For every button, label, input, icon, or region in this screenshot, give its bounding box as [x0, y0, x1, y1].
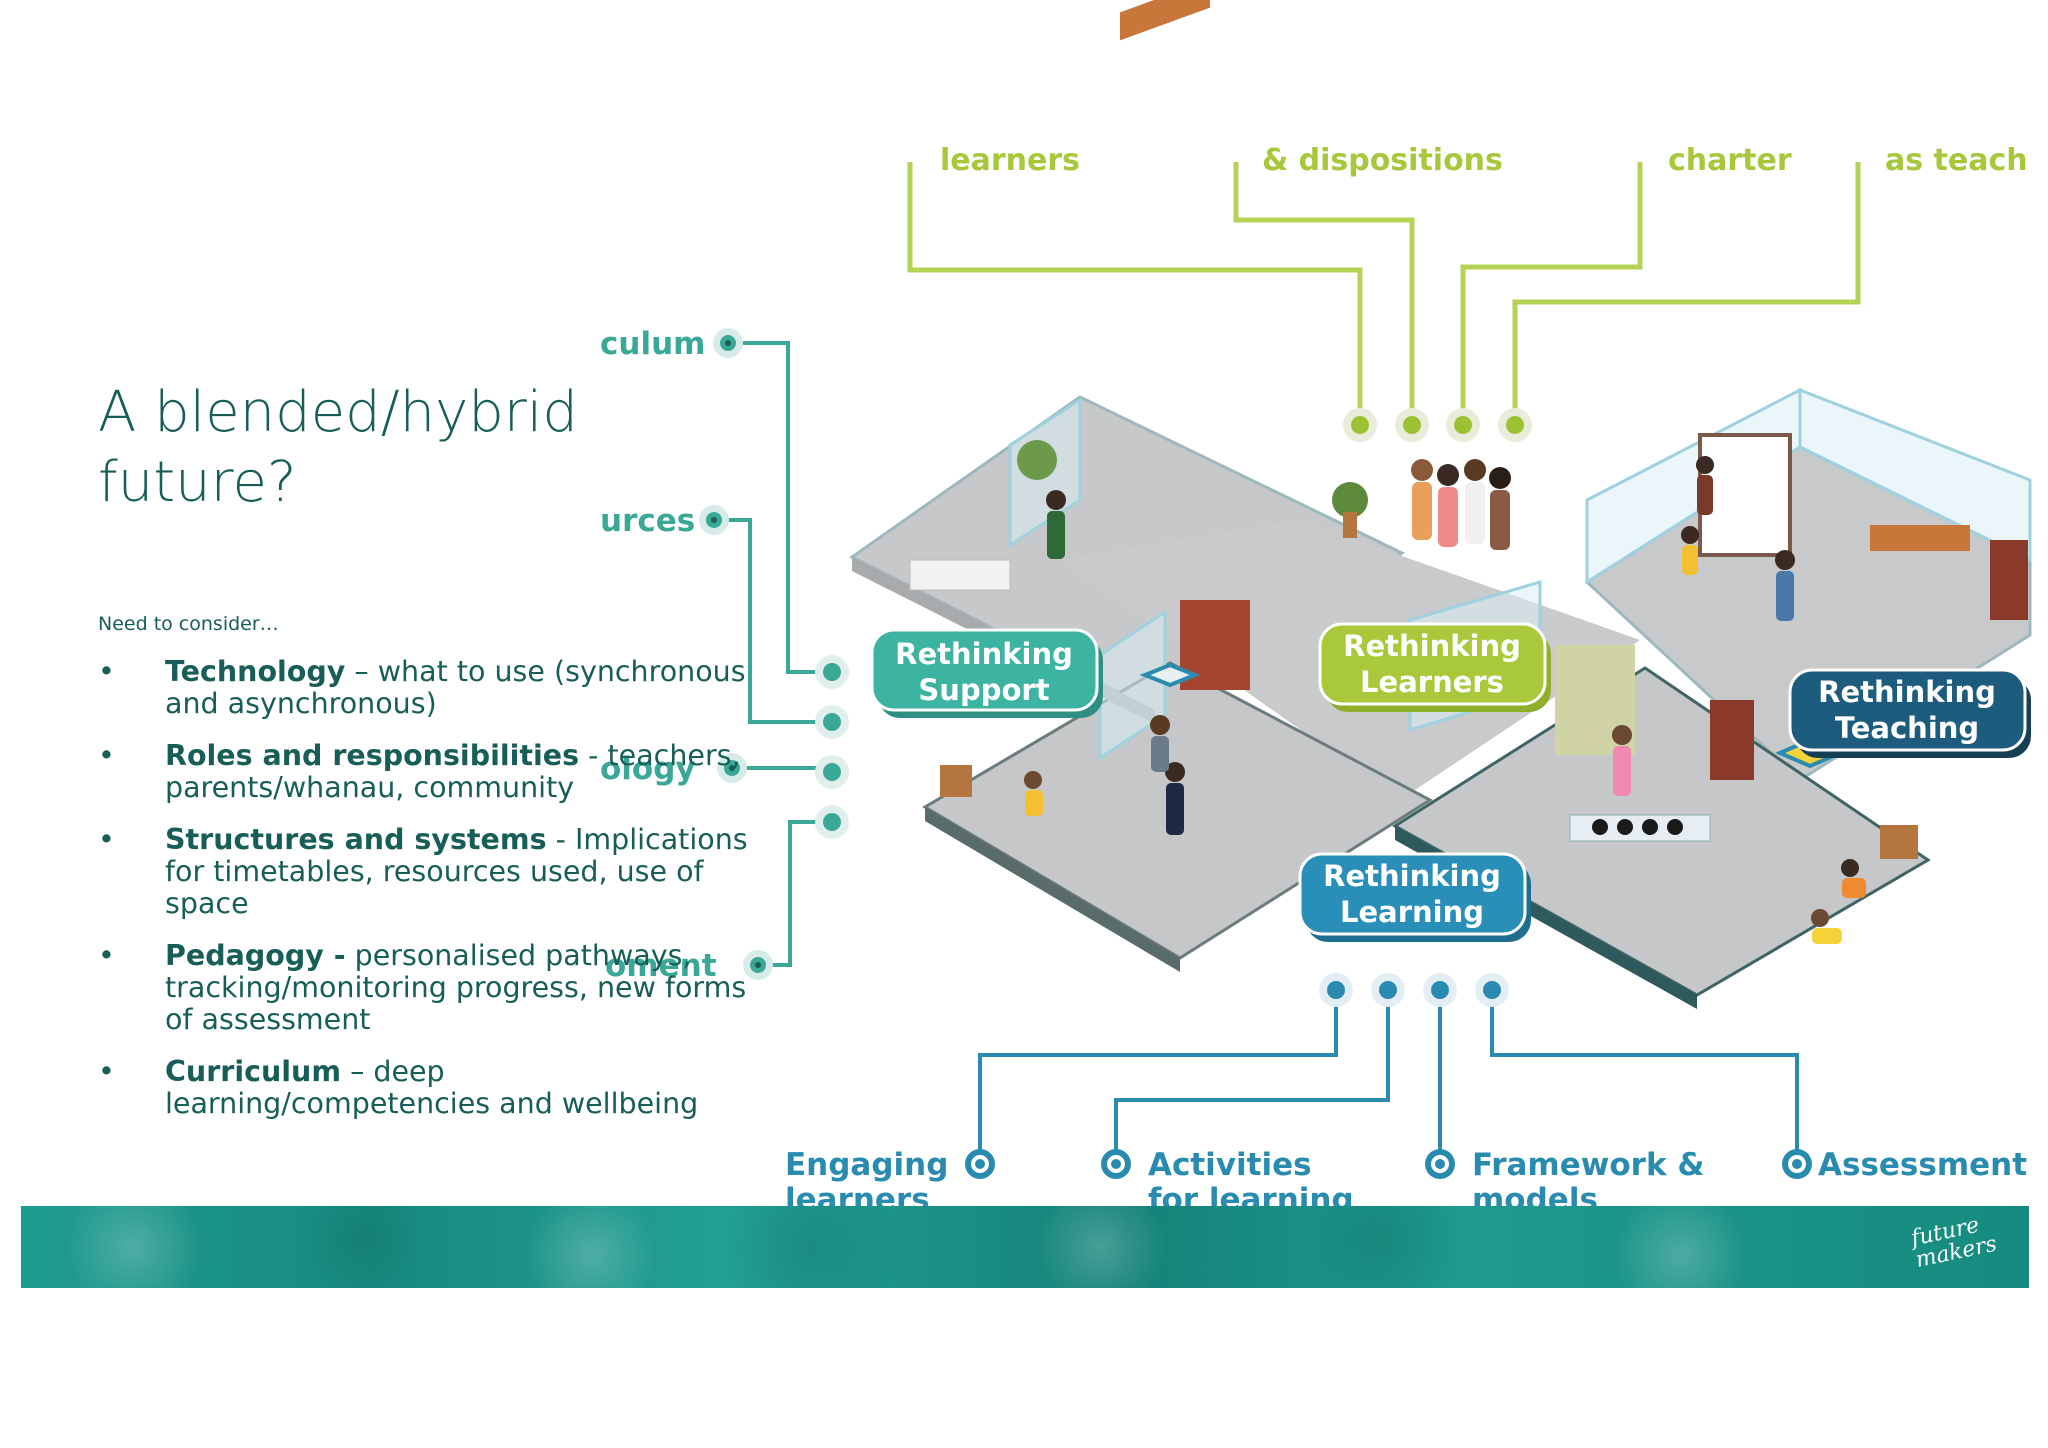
futuremakers-logo: future makers — [1909, 1212, 1999, 1273]
left-label-resources: urces — [600, 503, 695, 539]
badge-support-line1: Rethinking — [895, 637, 1073, 671]
bottom-label-activities-1: Activities — [1148, 1147, 1312, 1183]
left-label-curriculum: culum — [600, 326, 705, 362]
room-furniture — [909, 0, 2028, 859]
top-connectors — [907, 162, 1861, 420]
bottom-label-framework-1: Framework & — [1472, 1147, 1704, 1183]
badge-rethinking-teaching: Rethinking Teaching — [1788, 668, 2031, 758]
bottom-nodes — [965, 973, 1812, 1179]
bullet-text: - teachers, parents/whanau, community — [165, 739, 741, 804]
left-label-technology: ology — [600, 751, 696, 787]
bullet-text: personalised pathways, tracking/monitori… — [165, 939, 747, 1036]
bullet-text: - Implications for timetables, resources… — [165, 823, 748, 920]
badge-support-line2: Support — [918, 673, 1049, 707]
badge-learners-line1: Rethinking — [1343, 629, 1521, 663]
left-connectors — [720, 341, 828, 967]
badge-rethinking-support: Rethinking Support — [870, 628, 1103, 718]
consideration-list: • Technology – what to use (synchronous a… — [98, 656, 778, 1140]
top-label-as-teach: as teach — [1885, 143, 2028, 178]
people — [1017, 440, 1866, 944]
bullet-dot: • — [98, 1055, 115, 1088]
badge-learners-line2: Learners — [1360, 665, 1504, 699]
bullet-heading: Curriculum — [165, 1055, 342, 1088]
bullet-dot: • — [98, 739, 115, 772]
badge-learning-line1: Rethinking — [1323, 859, 1501, 893]
footer-band: future makers — [21, 1206, 2029, 1288]
bullet-heading: Technology — [165, 655, 346, 688]
badge-rethinking-learners: Rethinking Learners — [1318, 622, 1551, 712]
bullet-heading: Pedagogy - — [165, 939, 346, 972]
top-label-dispositions: & dispositions — [1262, 143, 1503, 178]
left-labels: culum urces ology oment — [600, 326, 717, 984]
bottom-connectors — [978, 990, 1799, 1150]
bullet-text: – what to use (synchronous and asynchron… — [165, 655, 746, 720]
top-nodes — [1343, 408, 1532, 442]
left-nodes — [699, 328, 849, 980]
bullet-dot: • — [98, 939, 115, 972]
slide-title: A blended/hybrid future? — [98, 380, 578, 515]
badge-learning-line2: Learning — [1340, 895, 1484, 929]
left-label-assessment: oment — [605, 948, 717, 984]
bullet-heading: Structures and systems — [165, 823, 547, 856]
badge-teaching-line1: Rethinking — [1818, 675, 1996, 709]
list-item-pedagogy: • Pedagogy - personalised pathways, track… — [98, 940, 778, 1036]
bullet-text: – deep learning/competencies and wellbei… — [165, 1055, 699, 1120]
bullet-heading: Roles and responsibilities — [165, 739, 580, 772]
top-labels: learners & dispositions charter as teach — [940, 143, 2028, 178]
intro-text: Need to consider… — [98, 613, 279, 635]
top-label-charter: charter — [1668, 143, 1792, 178]
list-item-structures: • Structures and systems - Implications f… — [98, 824, 778, 920]
list-item-technology: • Technology – what to use (synchronous a… — [98, 656, 778, 720]
top-label-learners: learners — [940, 143, 1080, 178]
list-item-roles: • Roles and responsibilities - teachers, … — [98, 740, 778, 804]
bullet-dot: • — [98, 823, 115, 856]
bullet-dot: • — [98, 655, 115, 688]
badge-teaching-line2: Teaching — [1835, 711, 1979, 745]
bottom-label-engaging-1: Engaging — [785, 1147, 948, 1183]
list-item-curriculum: • Curriculum – deep learning/competencies… — [98, 1056, 778, 1120]
badge-rethinking-learning: Rethinking Learning — [1298, 852, 1531, 942]
bottom-label-assessment: Assessment — [1818, 1147, 2027, 1183]
